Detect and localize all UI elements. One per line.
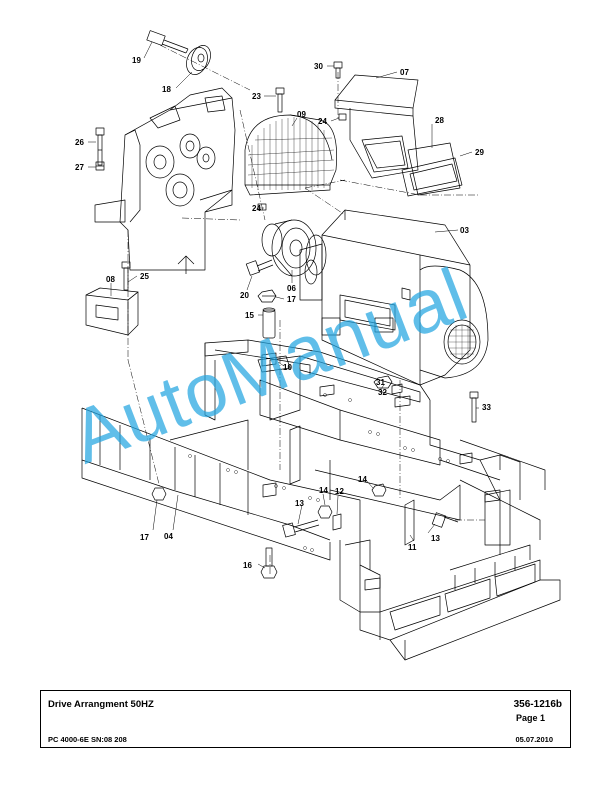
- callout-33: 33: [482, 403, 491, 412]
- callout-18: 18: [162, 85, 171, 94]
- part-18-pulley: [186, 45, 211, 75]
- callout-31: 31: [376, 378, 385, 387]
- callout-32: 32: [378, 388, 387, 397]
- callout-29: 29: [475, 148, 484, 157]
- exploded-assembly-drawing: [81, 30, 561, 661]
- callout-25: 25: [140, 272, 149, 281]
- part-10-plate: [257, 355, 291, 373]
- part-07-air-duct: [334, 74, 419, 179]
- callout-13: 13: [431, 534, 440, 543]
- callout-17: 17: [140, 533, 149, 542]
- part-gearbox: [94, 87, 236, 274]
- part-06-coupling: [261, 219, 327, 277]
- callout-30: 30: [314, 62, 323, 71]
- callout-15: 15: [245, 311, 254, 320]
- callout-26: 26: [75, 138, 84, 147]
- callout-24: 24: [318, 117, 327, 126]
- part-23-24-fasteners: [257, 61, 347, 211]
- callout-10: 10: [283, 363, 292, 372]
- part-08-bracket: [85, 287, 139, 336]
- machine-model: PC 4000-6E SN:08 208: [48, 735, 127, 744]
- title-block: Drive Arrangment 50HZ 356-1216b Page 1 P…: [40, 690, 571, 748]
- callout-16: 16: [243, 561, 252, 570]
- part-15-17-spacer: [257, 289, 277, 339]
- frame-fasteners: [151, 375, 459, 579]
- callout-04: 04: [164, 532, 173, 541]
- callout-19: 19: [132, 56, 141, 65]
- callout-08: 08: [106, 275, 115, 284]
- part-19-bolt: [146, 30, 189, 54]
- part-04-base-frame: [81, 339, 561, 661]
- callout-06: 06: [287, 284, 296, 293]
- revision-date: 05.07.2010: [515, 735, 553, 744]
- part-09-coupling-guard: [244, 114, 337, 196]
- callout-23: 23: [252, 92, 261, 101]
- callout-03: 03: [460, 226, 469, 235]
- callout-27: 27: [75, 163, 84, 172]
- drawing-title: Drive Arrangment 50HZ: [48, 699, 154, 710]
- part-28-29-filter-frames: [401, 142, 463, 197]
- part-26-27-bolts: [95, 127, 105, 171]
- callout-20: 20: [240, 291, 249, 300]
- document-number: 356-1216b: [513, 699, 562, 710]
- callout-24: 24: [252, 204, 261, 213]
- part-03-motor: [299, 209, 489, 386]
- part-25-bolt: [121, 261, 131, 291]
- callout-17: 17: [287, 295, 296, 304]
- leader-lines: [88, 41, 479, 569]
- callout-11: 11: [408, 543, 417, 552]
- page-number: Page 1: [515, 713, 545, 723]
- callout-09: 09: [297, 110, 306, 119]
- callout-28: 28: [435, 116, 444, 125]
- callout-12: 12: [335, 487, 344, 496]
- part-20-bolt: [245, 259, 274, 276]
- callout-07: 07: [400, 68, 409, 77]
- callout-13: 13: [295, 499, 304, 508]
- callout-14: 14: [358, 475, 367, 484]
- callout-14: 14: [319, 486, 328, 495]
- part-33-bolt: [469, 391, 479, 423]
